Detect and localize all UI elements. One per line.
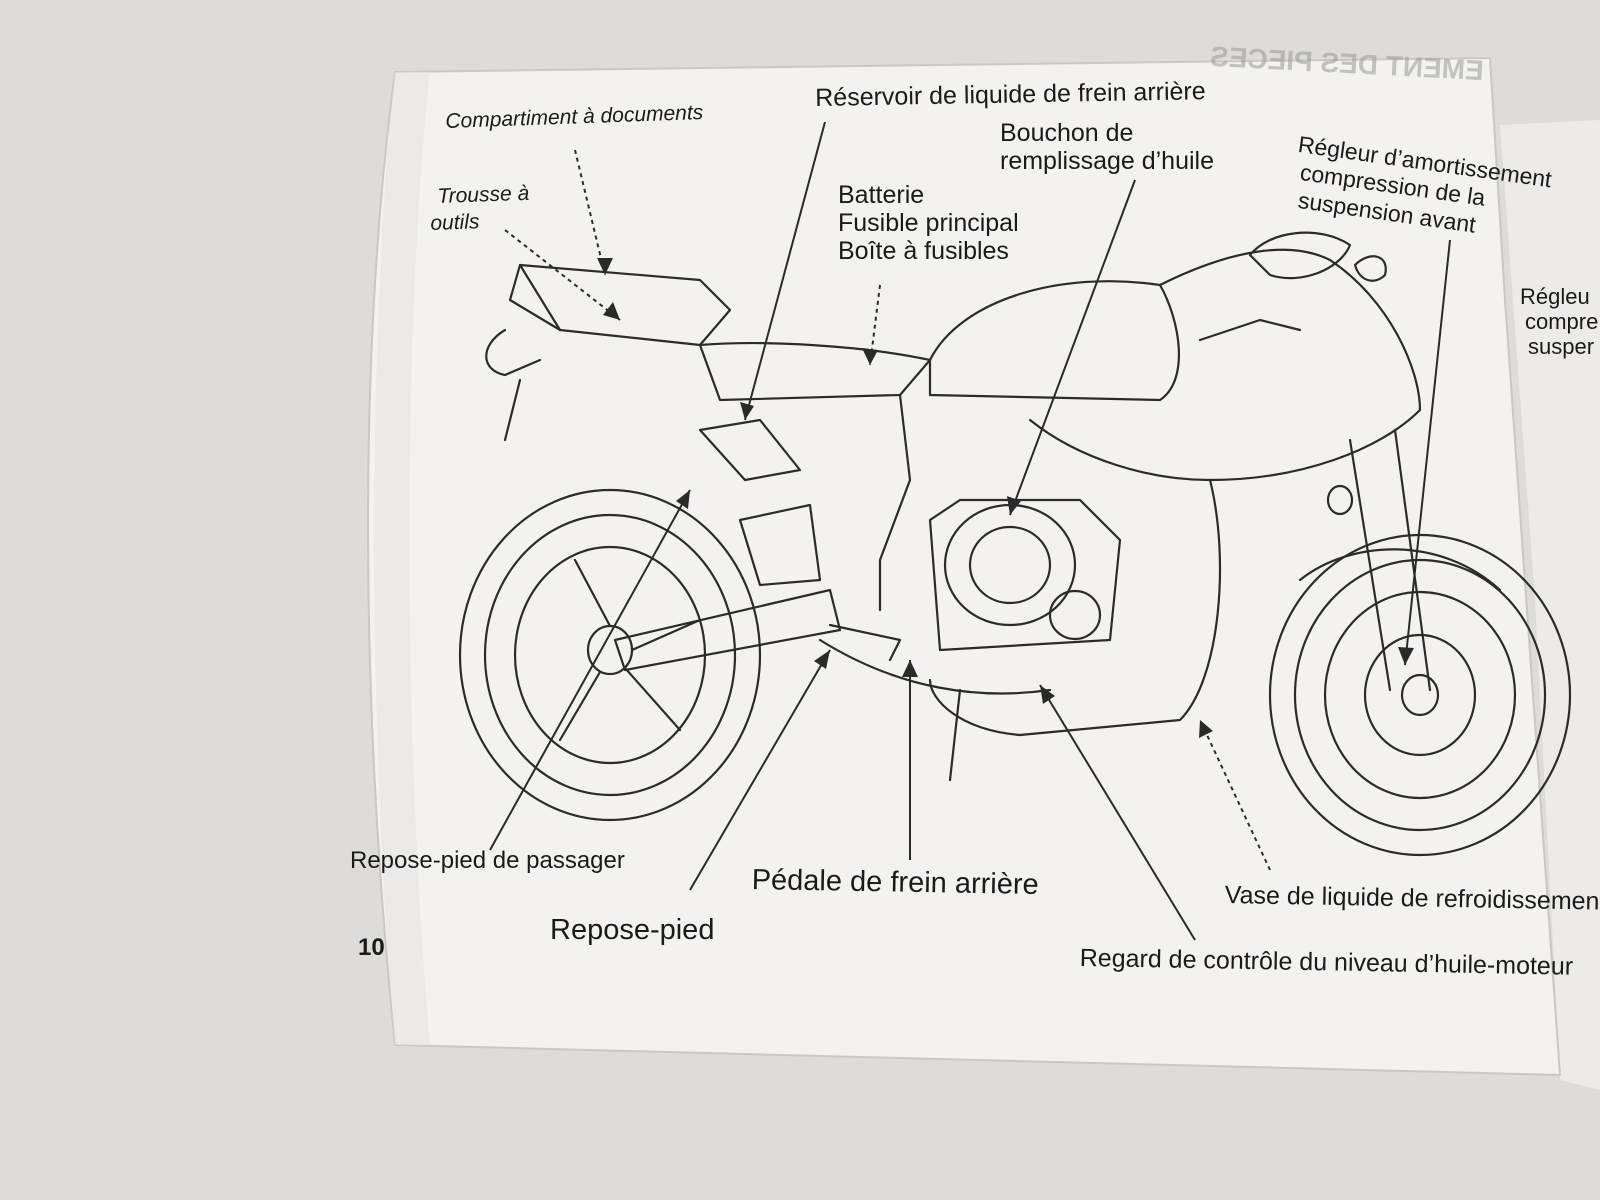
front-fender <box>1298 548 1502 592</box>
license-bracket <box>503 378 522 442</box>
turn-signal <box>1326 484 1354 516</box>
leader-oil-filler <box>1009 179 1136 516</box>
next-page-line2: compre <box>1525 309 1599 334</box>
arrow-reservoir <box>740 402 754 420</box>
windscreen <box>1248 231 1352 280</box>
fairing-line <box>1028 418 1212 482</box>
lower-fairing <box>928 478 1222 737</box>
exhaust <box>818 638 1052 695</box>
mirror <box>1353 255 1387 282</box>
leader-document-compartment <box>574 149 606 276</box>
arrow-passenger-peg <box>676 490 690 509</box>
label-oil-filler-line1: Bouchon de <box>1000 119 1134 147</box>
swingarm <box>613 588 842 672</box>
page-number: 10 <box>358 934 385 961</box>
arrow-oil-window <box>1040 685 1055 704</box>
front-tire-outer <box>1268 533 1572 857</box>
tail-cowl <box>518 263 732 347</box>
front-tire-inner <box>1293 558 1547 832</box>
leader-oil-window <box>1039 684 1196 941</box>
arrow-battery <box>862 348 878 365</box>
heel-plate <box>738 503 822 587</box>
front-hub <box>1400 673 1440 717</box>
leader-rear-brake-reservoir <box>744 121 826 421</box>
arrow-document <box>597 258 613 275</box>
arrow-brake-pedal <box>902 660 918 677</box>
handlebar <box>1198 318 1302 342</box>
label-rear-brake-pedal: Pédale de frein arrière <box>751 864 1039 902</box>
fuel-tank <box>928 280 1180 402</box>
label-toolkit-line2: outils <box>430 210 480 235</box>
arrow-oil-filler <box>1007 496 1021 515</box>
arrow-footpeg <box>814 650 830 669</box>
label-fuse-box: Boîte à fusibles <box>838 237 1009 265</box>
label-main-fuse: Fusible principal <box>838 209 1019 237</box>
front-rim <box>1323 590 1517 800</box>
tail-side <box>508 263 562 332</box>
arrowheads <box>597 258 1414 738</box>
engine-block <box>928 498 1122 652</box>
oil-window <box>1048 589 1102 641</box>
label-toolkit-line1: Trousse à <box>437 181 530 208</box>
next-page <box>1500 120 1600 1090</box>
footpeg-bracket <box>828 623 902 662</box>
next-page-line1: Régleu <box>1520 284 1590 309</box>
leader-toolkit <box>504 229 621 321</box>
next-page-line3: susper <box>1528 334 1595 359</box>
tail-light <box>485 328 542 377</box>
frame <box>878 393 912 612</box>
passenger-peg-hanger <box>698 418 802 482</box>
label-oil-filler-line2: remplissage d’huile <box>1000 147 1215 175</box>
leader-coolant <box>1199 719 1271 871</box>
front-fairing <box>1158 248 1422 482</box>
label-passenger-footpeg: Repose-pied de passager <box>350 847 625 874</box>
motorcycle-illustration <box>458 231 1572 857</box>
rear-tire-outer <box>458 488 762 822</box>
arrow-compression <box>1398 647 1414 665</box>
leader-compression-adjuster <box>1404 239 1451 666</box>
page-shadow <box>374 72 430 1045</box>
front-forks <box>1348 428 1432 692</box>
arrow-coolant <box>1199 720 1213 738</box>
leader-passenger-footpeg <box>489 489 691 851</box>
leader-lines <box>489 121 1451 941</box>
leader-footpeg <box>689 649 831 891</box>
label-footpeg: Repose-pied <box>550 914 715 946</box>
front-disc <box>1363 633 1477 757</box>
sidestand <box>948 688 962 782</box>
rear-tire-inner <box>483 513 737 797</box>
manual-page <box>367 56 1562 1077</box>
arrow-toolkit <box>603 302 620 320</box>
rear-spokes <box>558 558 702 742</box>
clutch-cover <box>968 525 1052 605</box>
label-battery: Batterie <box>838 181 925 209</box>
